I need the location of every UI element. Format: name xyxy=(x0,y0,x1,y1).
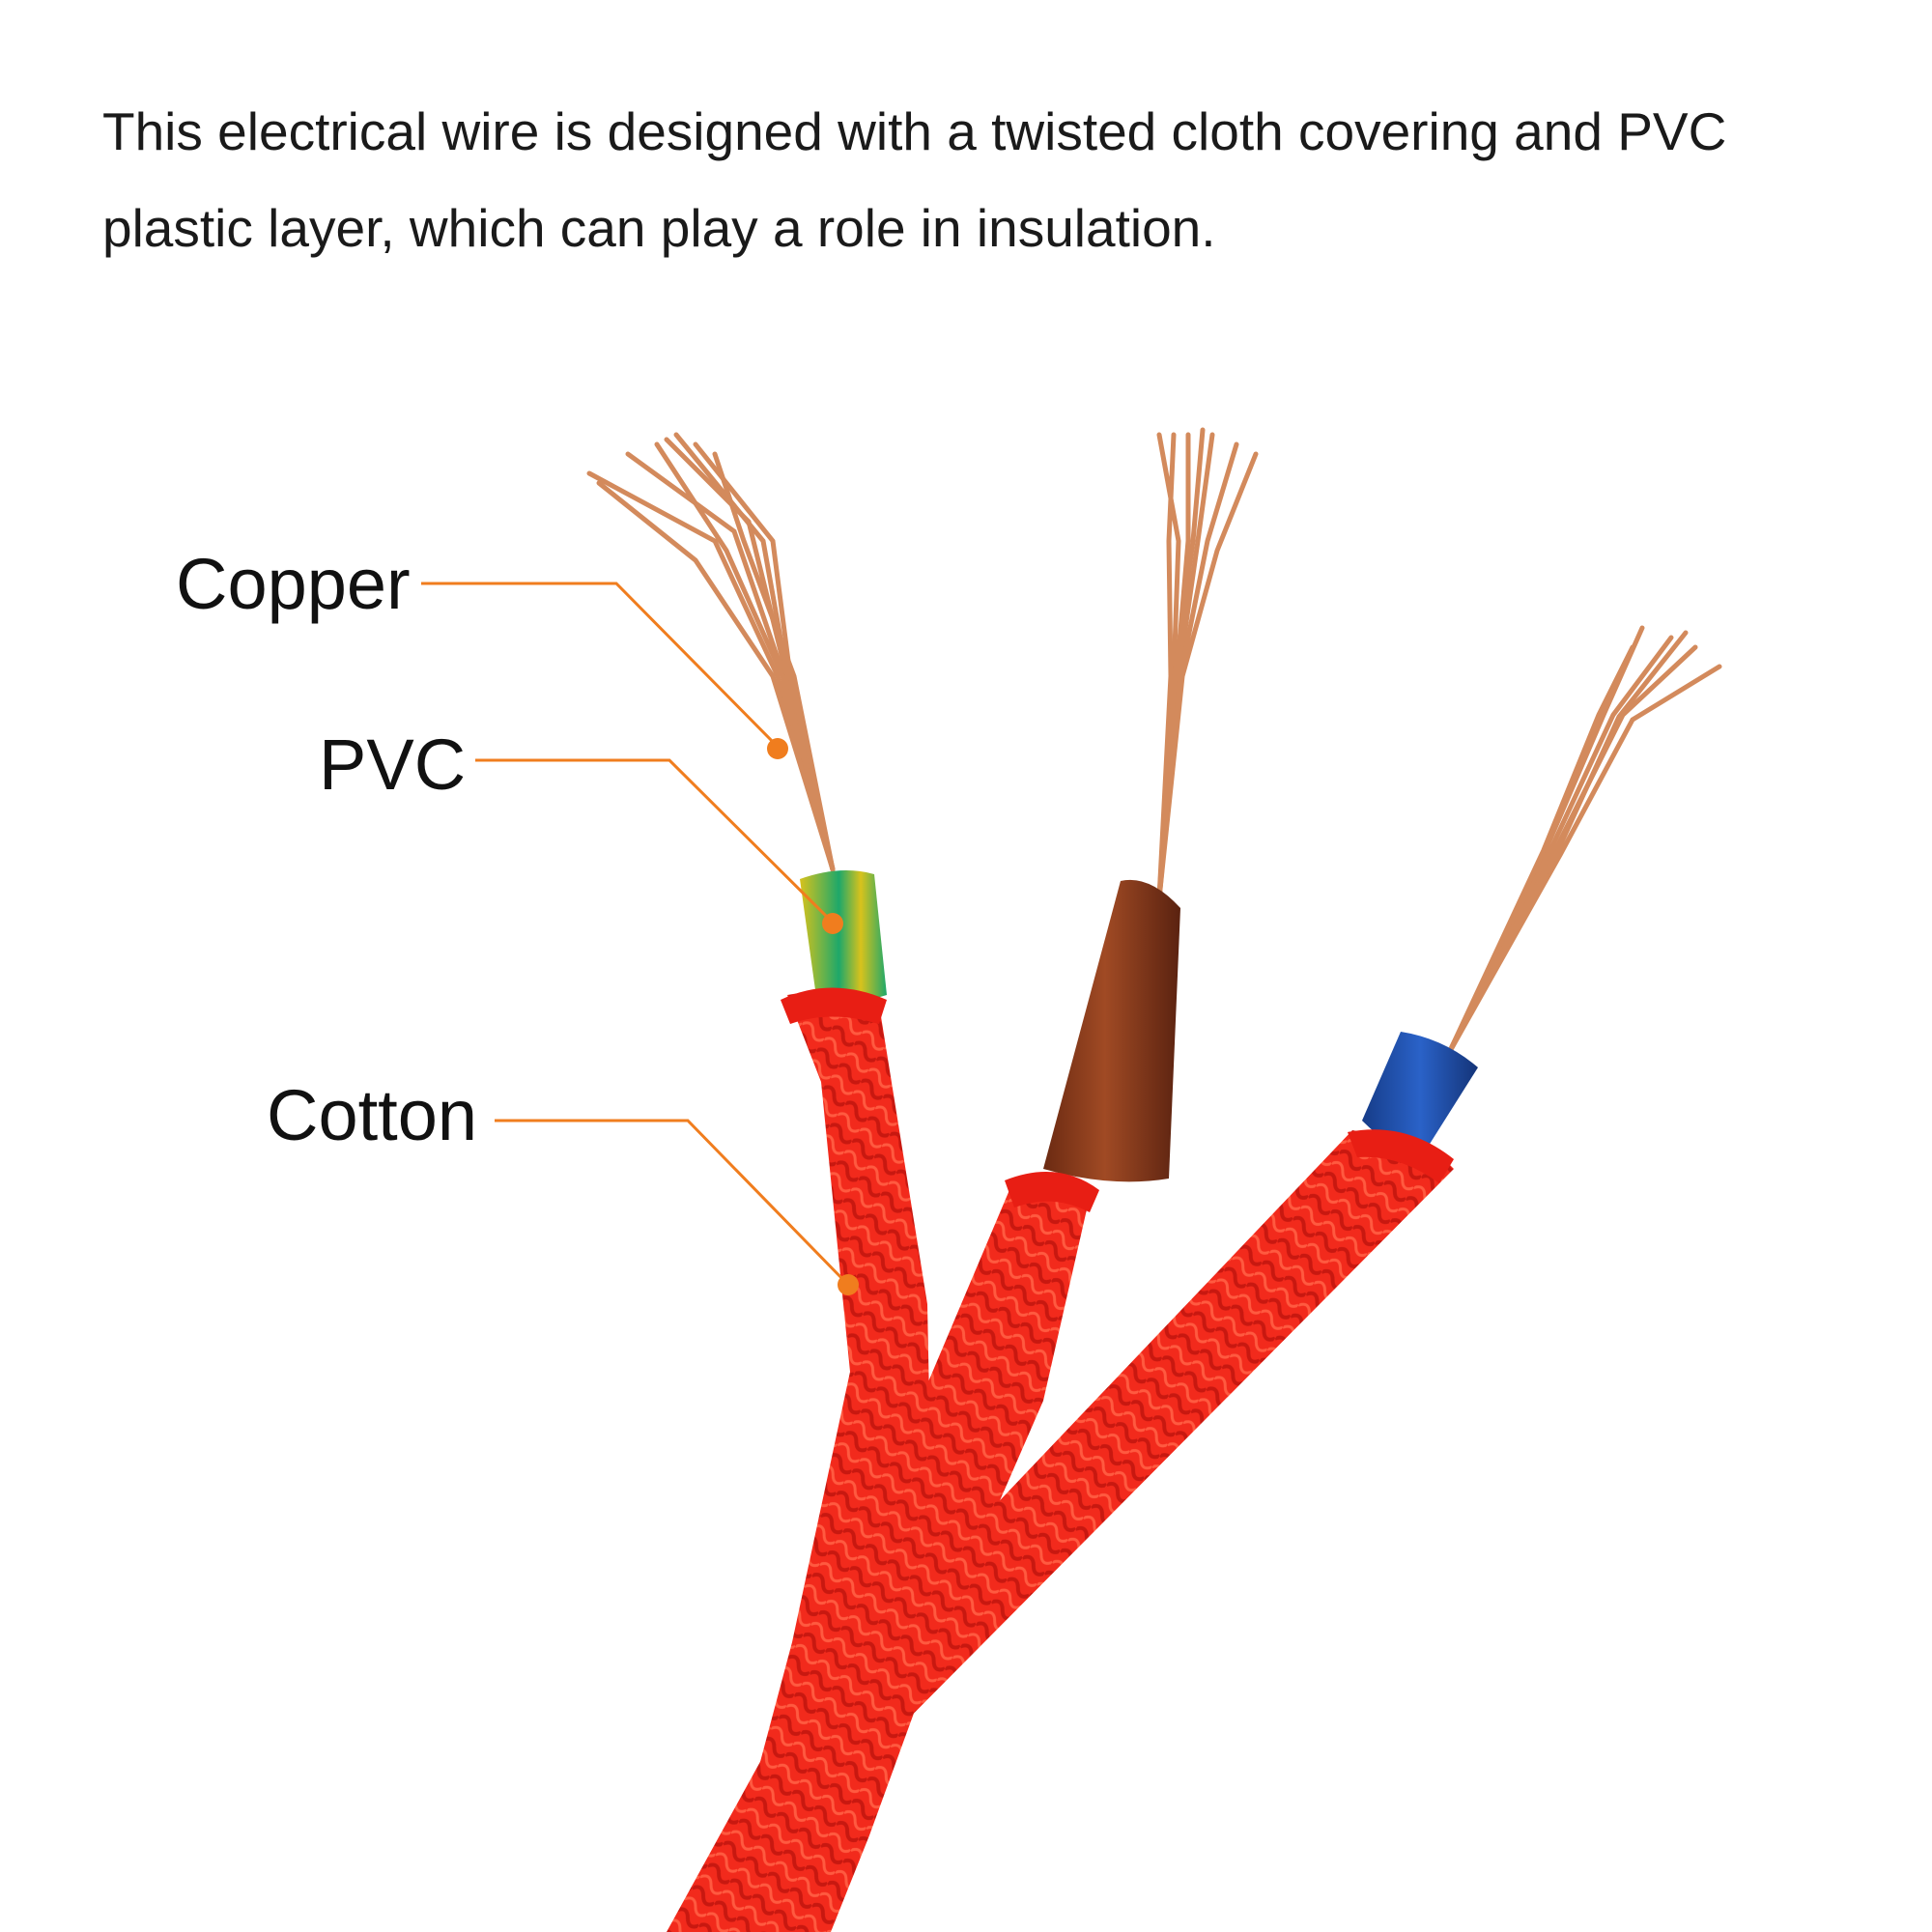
callout-label-pvc: PVC xyxy=(319,724,467,805)
copper-strands-right xyxy=(1446,625,1722,1056)
cotton-fray-right xyxy=(1348,1129,1454,1183)
callout-lines xyxy=(421,582,850,1287)
callout-dot-copper xyxy=(767,738,788,759)
cotton-braid-left xyxy=(715,991,932,1932)
copper-strands-left xyxy=(586,432,836,872)
callout-label-cotton: Cotton xyxy=(267,1075,478,1155)
callout-dots xyxy=(767,738,859,1295)
callout-label-copper: Copper xyxy=(176,544,411,624)
callout-dot-pvc xyxy=(822,913,843,934)
pvc-sleeve-blue xyxy=(1362,1032,1478,1159)
product-description: This electrical wire is designed with a … xyxy=(102,101,1727,258)
pvc-sleeve-green-yellow xyxy=(800,870,887,1002)
callout-line-pvc xyxy=(475,758,835,924)
cotton-fray-middle xyxy=(1005,1172,1099,1212)
copper-strands-middle xyxy=(1156,427,1259,901)
pvc-sleeve-brown xyxy=(1043,879,1180,1182)
callout-line-copper xyxy=(421,582,780,749)
cotton-fray-left xyxy=(781,987,887,1024)
callout-line-cotton xyxy=(495,1119,850,1287)
callout-dot-cotton xyxy=(838,1274,859,1295)
